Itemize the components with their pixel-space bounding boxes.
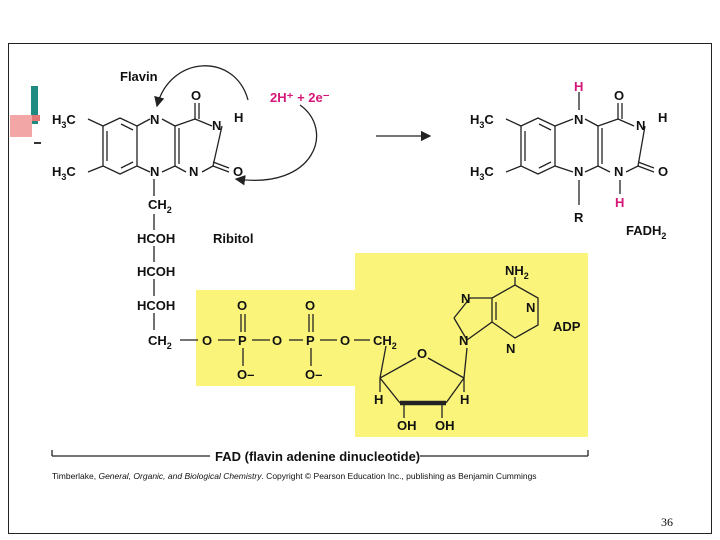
atom-o: O	[191, 88, 201, 103]
accent-bar-pink-small	[32, 115, 40, 121]
ribitol-label: Ribitol	[213, 231, 253, 246]
electrons-label: 2H⁺ + 2e⁻	[270, 90, 330, 105]
atom-n: N	[189, 164, 198, 179]
adp-highlight	[196, 253, 588, 437]
atom-o: O	[340, 333, 350, 348]
atom-n: N	[150, 112, 159, 127]
atom-p: P	[238, 333, 247, 348]
atom-o: O	[272, 333, 282, 348]
atom-n: N	[506, 341, 515, 356]
atom-n: N	[459, 333, 468, 348]
adp-label: ADP	[553, 319, 581, 334]
ch2-group: CH2	[148, 333, 172, 351]
atom-o: O	[233, 164, 243, 179]
atom-n: N	[212, 118, 221, 133]
hydroxyl-group: OH	[435, 418, 455, 433]
atom-h: H	[658, 110, 667, 125]
hydroxyl-group: OH	[397, 418, 417, 433]
atom-o: O	[614, 88, 624, 103]
atom-n: N	[150, 164, 159, 179]
atom-h: H	[374, 392, 383, 407]
atom-o-minus: O–	[237, 367, 254, 382]
added-hydrogen: H	[615, 195, 624, 210]
flavin-label: Flavin	[120, 69, 158, 84]
ch2-group: CH2	[148, 197, 172, 215]
atom-o: O	[202, 333, 212, 348]
accent-dash	[34, 142, 41, 144]
source-credit: Timberlake, General, Organic, and Biolog…	[52, 471, 537, 481]
atom-h: H	[234, 110, 243, 125]
methyl-group: H3C	[470, 164, 494, 182]
atom-o: O	[305, 298, 315, 313]
hcoh-group: HCOH	[137, 298, 175, 313]
ch2-group: CH2	[373, 333, 397, 351]
methyl-group: H3C	[52, 112, 76, 130]
r-group: R	[574, 210, 584, 225]
added-hydrogen: H	[574, 79, 583, 94]
atom-p: P	[306, 333, 315, 348]
atom-o: O	[658, 164, 668, 179]
atom-n: N	[526, 300, 535, 315]
atom-h: H	[460, 392, 469, 407]
page-number: 36	[661, 515, 673, 529]
atom-o-minus: O–	[305, 367, 322, 382]
atom-o: O	[417, 346, 427, 361]
accent-bar-pink	[10, 115, 32, 137]
accent-bar-teal	[31, 86, 38, 124]
amine-group: NH2	[505, 263, 529, 281]
hcoh-group: HCOH	[137, 231, 175, 246]
atom-n: N	[574, 112, 583, 127]
hcoh-group: HCOH	[137, 264, 175, 279]
fad-caption: FAD (flavin adenine dinucleotide)	[215, 449, 420, 464]
atom-o: O	[237, 298, 247, 313]
methyl-group: H3C	[470, 112, 494, 130]
methyl-group: H3C	[52, 164, 76, 182]
atom-n: N	[574, 164, 583, 179]
atom-n: N	[461, 291, 470, 306]
atom-n: N	[636, 118, 645, 133]
atom-n: N	[614, 164, 623, 179]
fadh2-label: FADH2	[626, 223, 666, 241]
